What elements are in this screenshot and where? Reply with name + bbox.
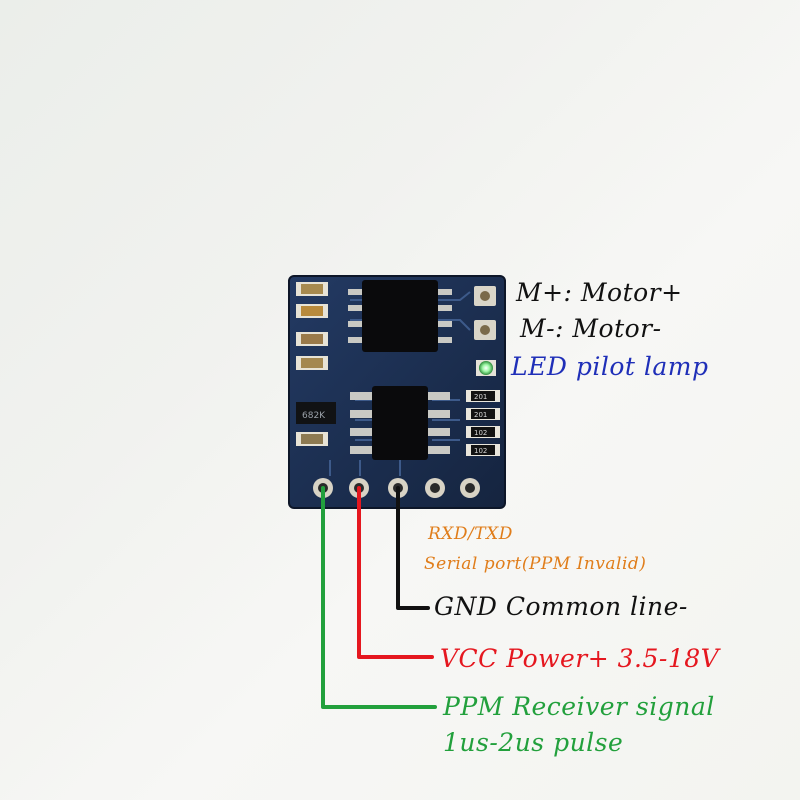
- pcb-board: 682K 201 201 102 102: [288, 275, 506, 509]
- regulator-chip: 682K: [296, 402, 336, 424]
- svg-text:682K: 682K: [302, 411, 326, 421]
- resistors: 201 201 102 102: [466, 390, 500, 456]
- gnd-label: GND Common line-: [434, 592, 688, 621]
- led-indicator: [476, 360, 496, 376]
- svg-text:201: 201: [474, 411, 487, 419]
- vcc-wire: [357, 486, 434, 659]
- pulse-label: 1us-2us pulse: [443, 728, 624, 757]
- motor-minus-label: M-: Motor-: [520, 314, 662, 343]
- motor-pads: [474, 286, 496, 340]
- svg-text:102: 102: [474, 429, 487, 437]
- ppm-signal-label: PPM Receiver signal: [443, 692, 715, 721]
- motor-driver-chip: [348, 280, 452, 352]
- svg-text:102: 102: [474, 447, 487, 455]
- led-label: LED pilot lamp: [511, 352, 709, 381]
- rxd-txd-label: RXD/TXD: [428, 524, 513, 544]
- motor-plus-label: M+: Motor+: [516, 278, 683, 307]
- serial-port-label: Serial port(PPM Invalid): [424, 554, 647, 574]
- ppm-wire: [321, 486, 437, 709]
- mcu-chip: [350, 386, 450, 460]
- vcc-label: VCC Power+ 3.5-18V: [440, 644, 720, 673]
- svg-text:201: 201: [474, 393, 487, 401]
- pin-header: [313, 478, 480, 498]
- capacitors: [296, 282, 328, 446]
- gnd-wire: [396, 486, 430, 610]
